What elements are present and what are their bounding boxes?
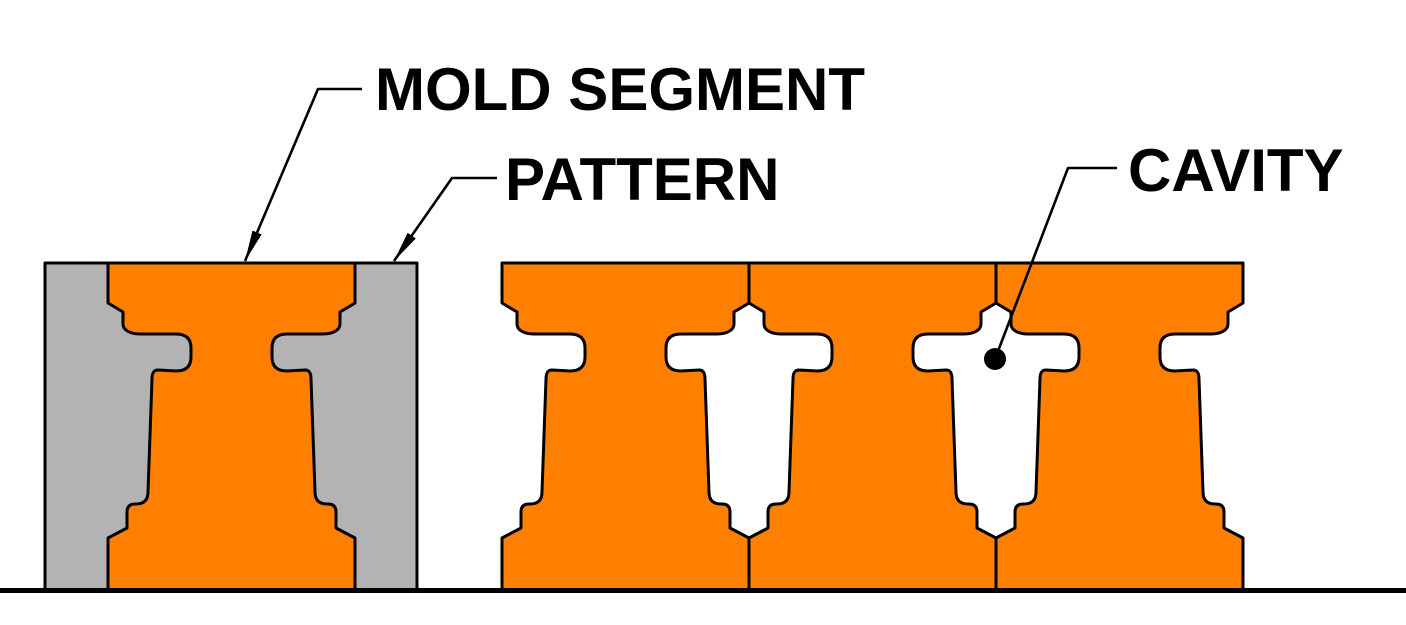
leader-layer [243, 87, 1117, 370]
pattern-leader-line [392, 176, 497, 262]
label-layer: MOLD SEGMENT PATTERN CAVITY [375, 56, 1344, 213]
pattern-block [43, 261, 419, 592]
pattern-label: PATTERN [505, 146, 779, 213]
geometry-layer [0, 261, 1406, 593]
mold-segment-label: MOLD SEGMENT [375, 56, 865, 123]
mold-segment-leader-line [243, 87, 362, 262]
cavity-leader-line [993, 166, 1117, 360]
cavity-leader-dot [984, 348, 1006, 370]
segment-assembly [500, 261, 1245, 592]
cavity-label: CAVITY [1128, 137, 1344, 204]
